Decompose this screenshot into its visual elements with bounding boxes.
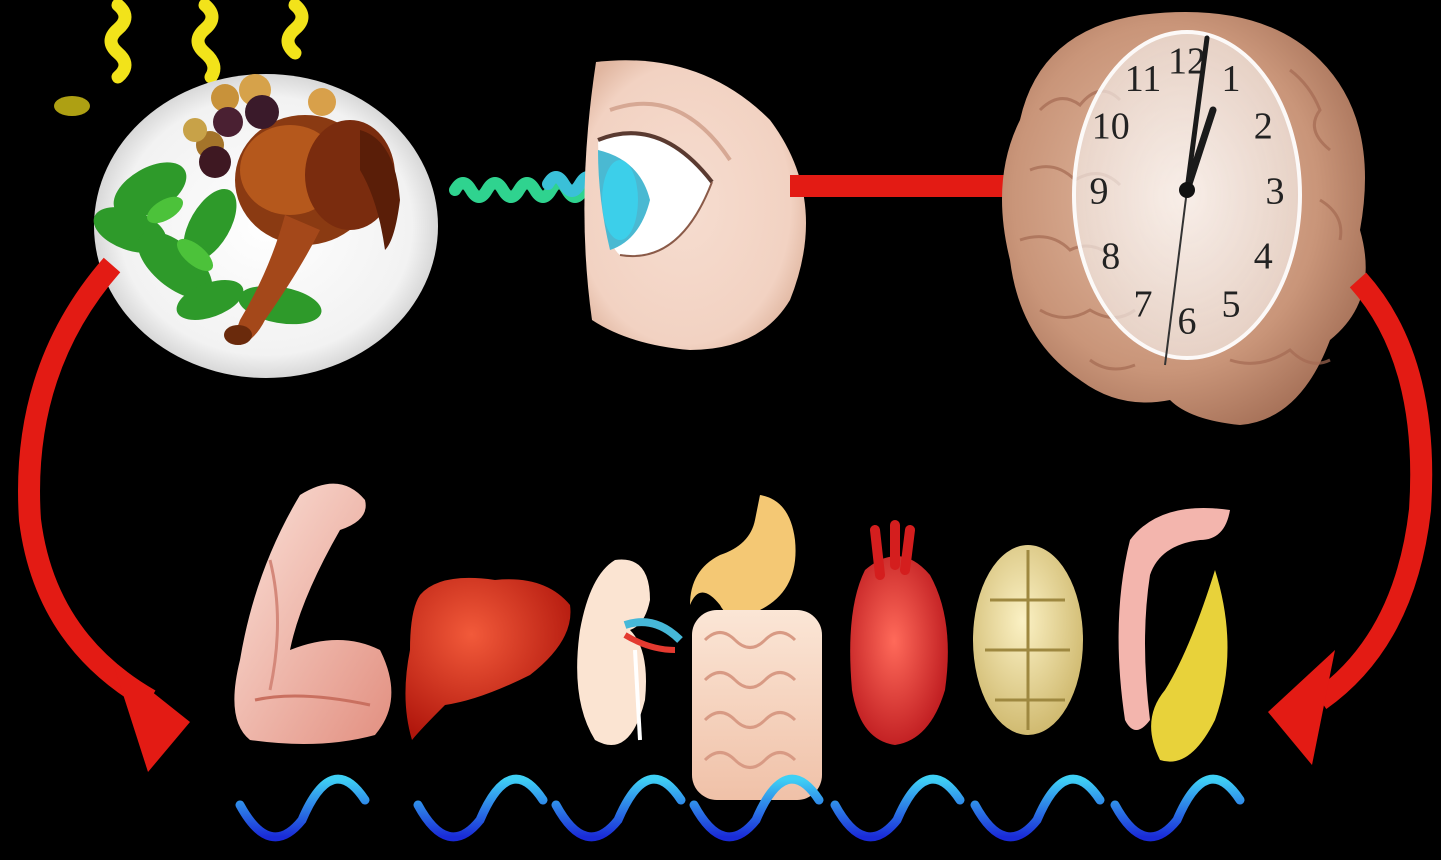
clock-number: 2 [1254,106,1273,148]
clock-number: 1 [1222,58,1241,100]
rhythm-wave [975,779,1100,837]
rhythm-wave [418,779,543,837]
clock-number: 3 [1266,171,1285,213]
liver-icon [405,578,570,740]
rhythm-wave [556,779,681,837]
plate-of-food-icon [87,74,438,378]
clock-number: 11 [1125,58,1162,100]
fat-tissue-icon [973,545,1083,735]
kidney-icon [577,560,680,746]
clock-number: 10 [1092,106,1130,148]
eye-icon [584,60,806,350]
rhythm-wave [240,779,365,837]
pancreas-icon [1119,508,1230,762]
clock-number: 8 [1101,236,1120,278]
clock-number: 5 [1222,283,1241,325]
clock-number: 9 [1090,171,1109,213]
stomach-intestine-icon [690,495,822,800]
clock-number: 6 [1178,301,1197,343]
clock-number: 7 [1134,283,1153,325]
rhythm-wave [835,779,960,837]
heart-icon [850,525,948,745]
clock-number: 4 [1254,236,1273,278]
muscle-icon [234,484,391,744]
clock-center [1179,182,1195,198]
rhythm-wave [1115,779,1240,837]
